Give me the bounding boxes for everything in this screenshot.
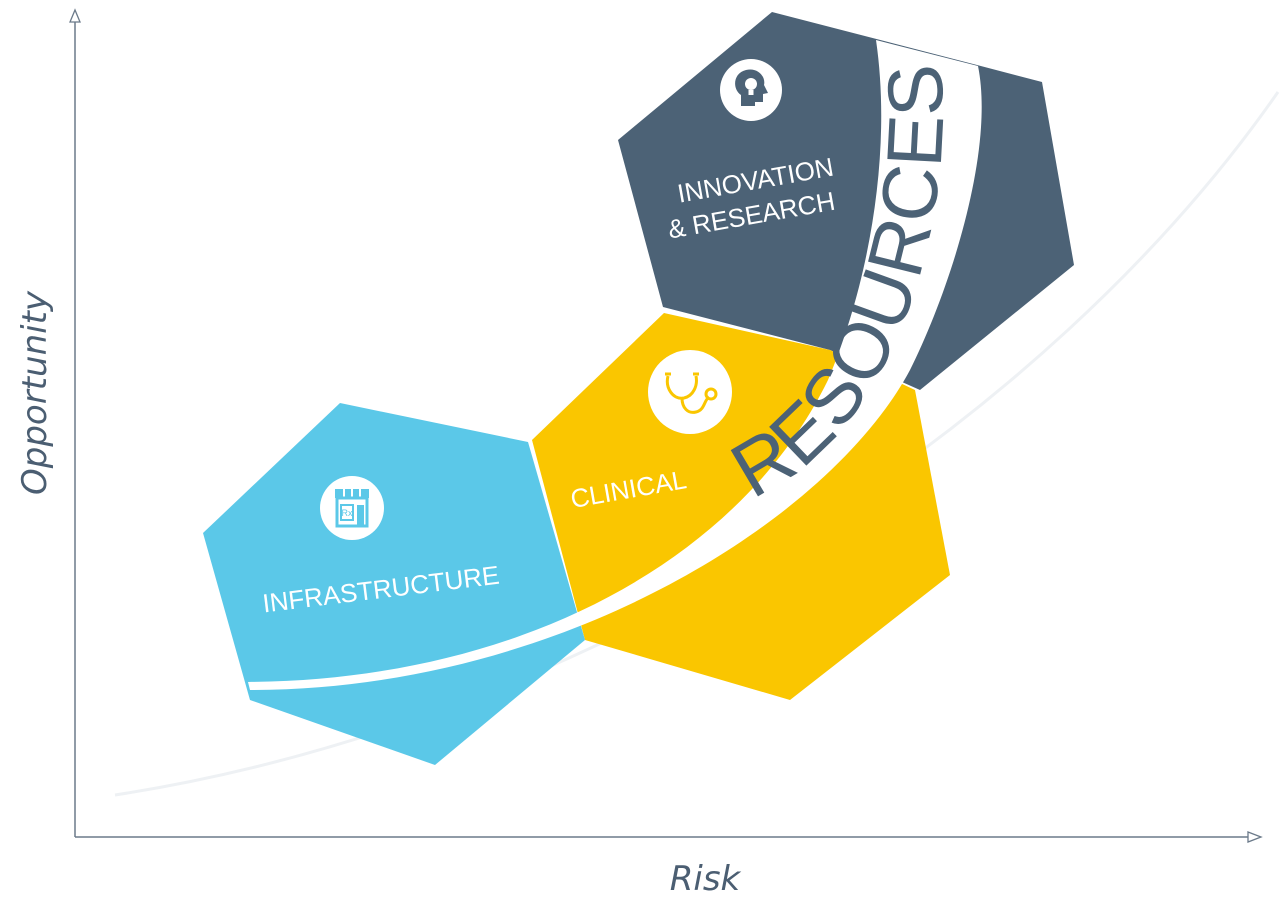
svg-text:Rx: Rx — [342, 508, 353, 518]
y-axis-label: Opportunity — [15, 290, 55, 495]
infrastructure-hexagon: Rx INFRASTRUCTURE — [203, 403, 585, 765]
resources-band — [248, 40, 982, 690]
stethoscope-icon — [648, 350, 732, 434]
infrastructure-hexagon-shape — [203, 403, 585, 765]
x-axis-label: Risk — [670, 859, 742, 899]
axes — [69, 8, 1263, 843]
y-axis-arrow — [69, 8, 81, 23]
head-lightbulb-icon — [720, 59, 782, 121]
pharmacy-store-icon: Rx — [320, 476, 384, 540]
x-axis-arrow — [1247, 831, 1263, 843]
